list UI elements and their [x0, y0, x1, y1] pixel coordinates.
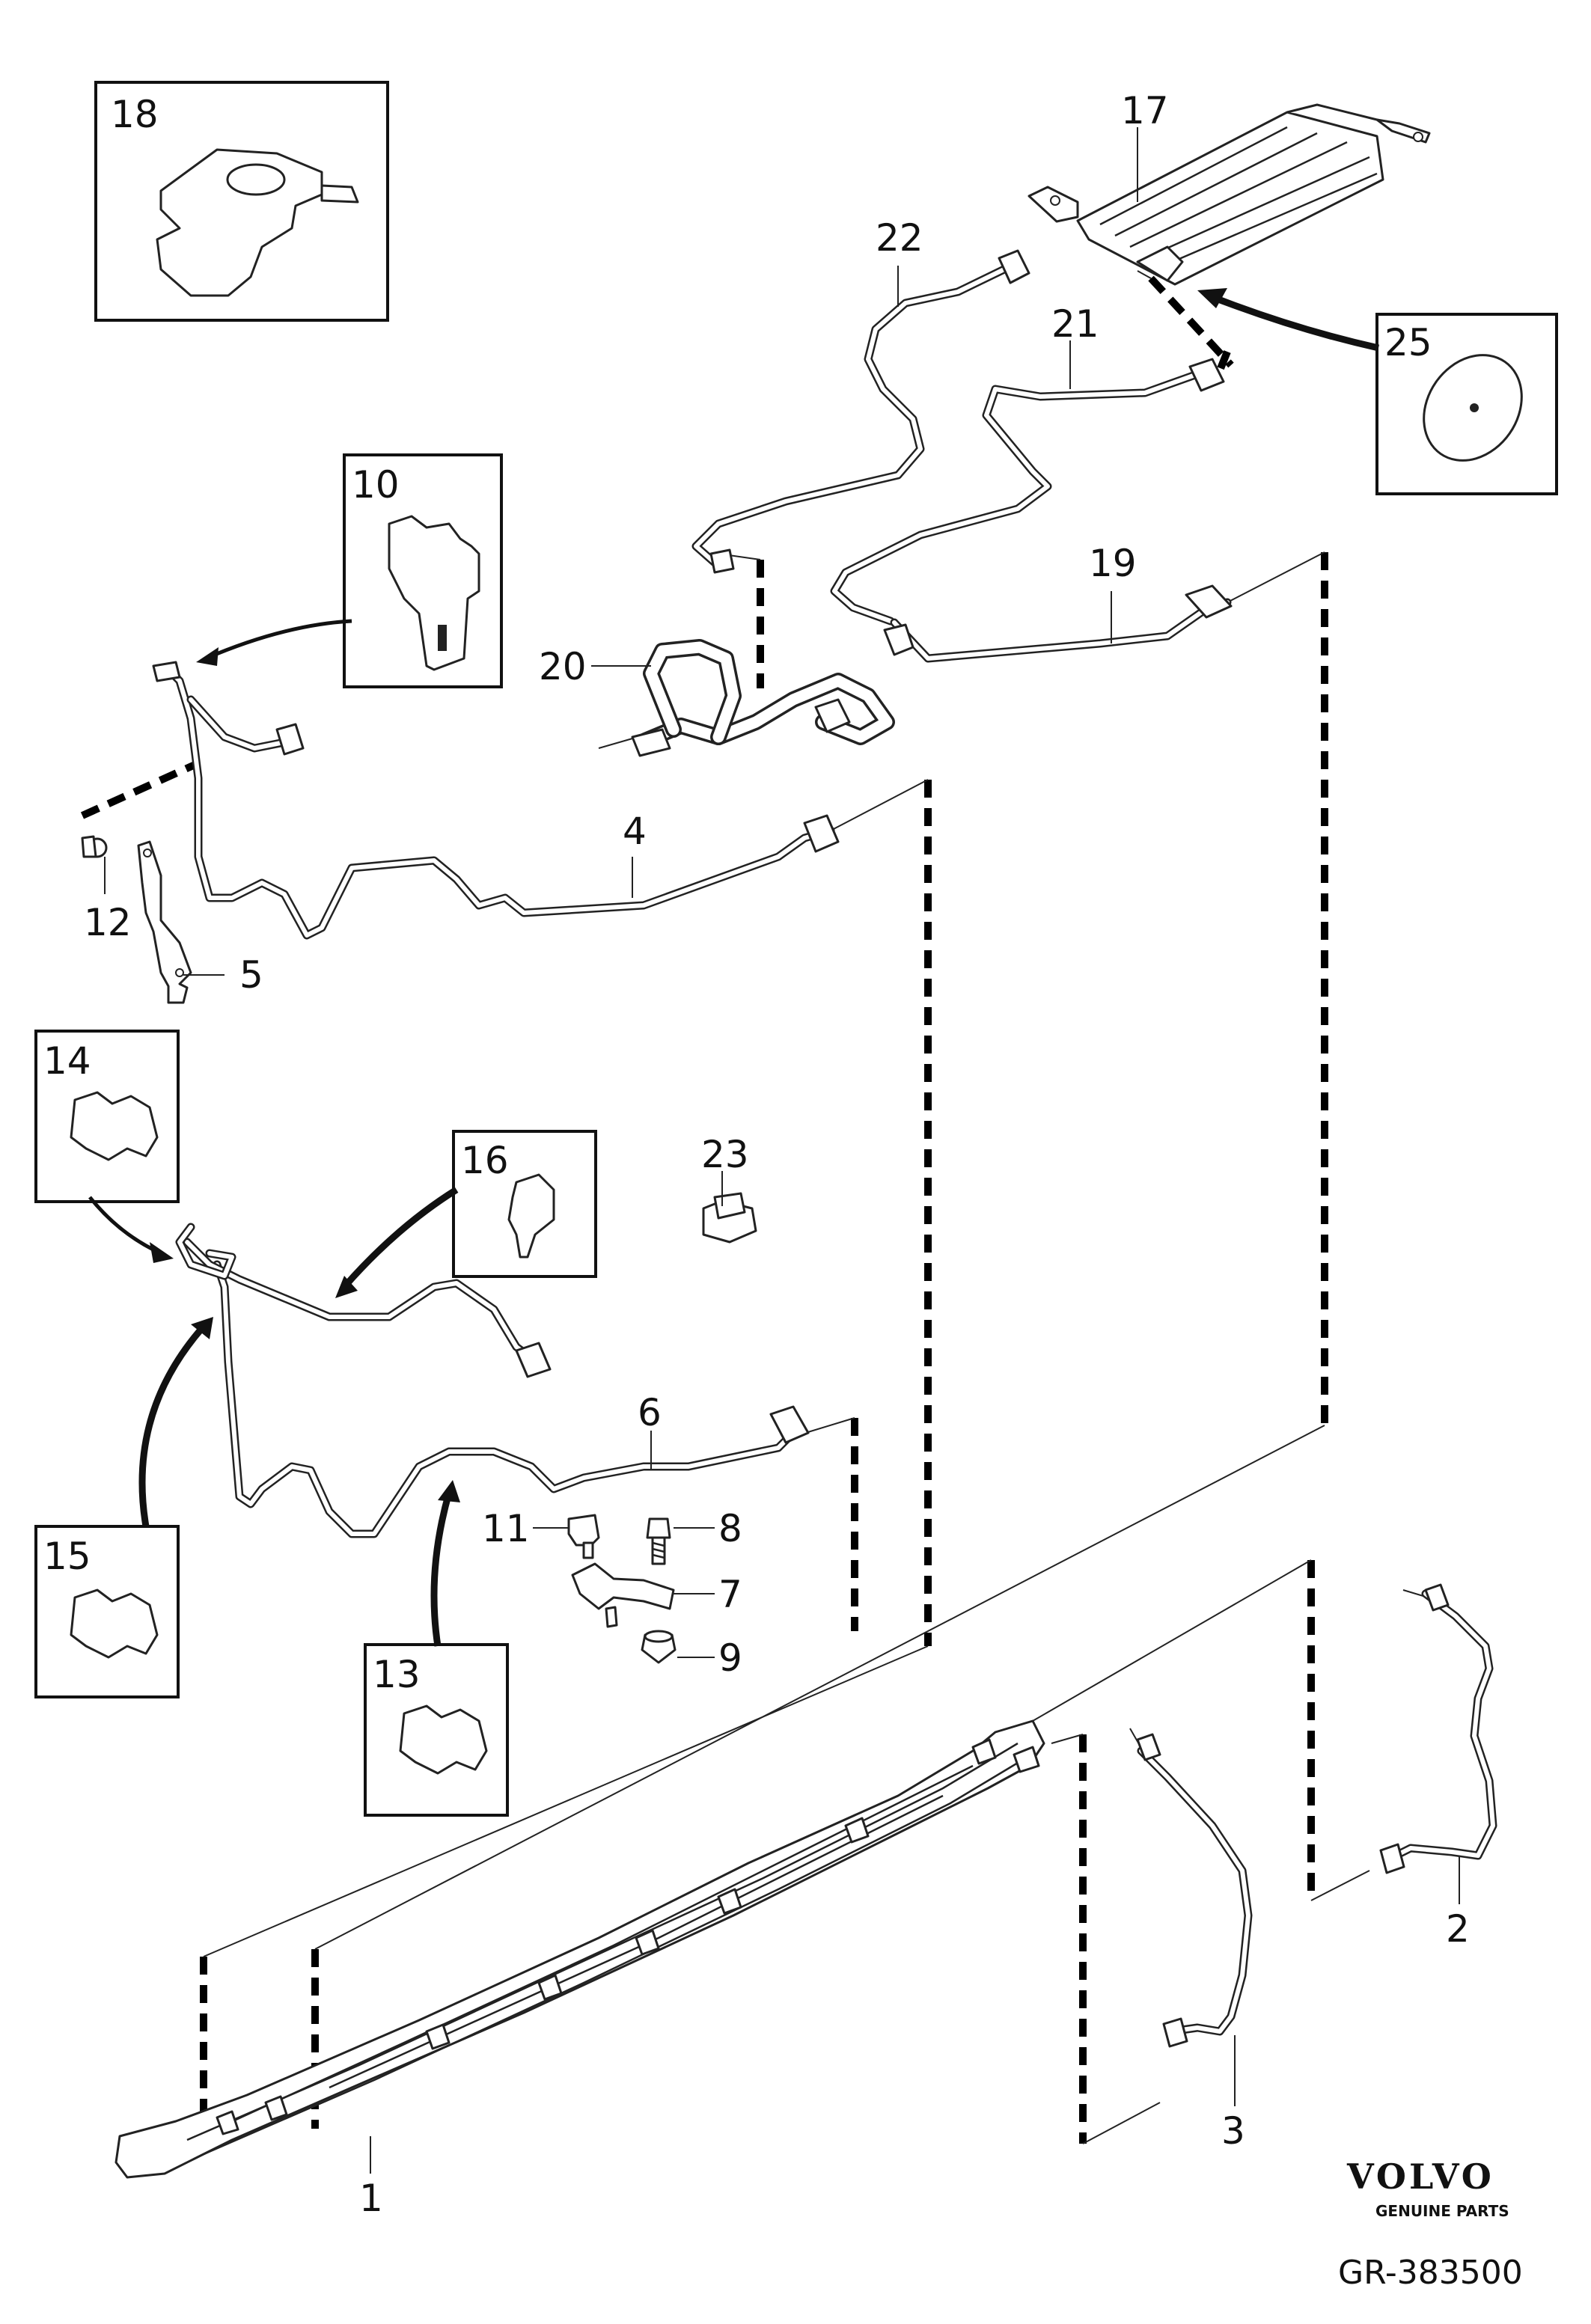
callout-6: 6	[638, 1391, 662, 1434]
part-2-pipe	[1379, 1583, 1497, 1874]
callout-8: 8	[718, 1507, 742, 1550]
part-22-pipe	[691, 249, 1030, 574]
callout-labels: 17 22 21 19 20 4 12 5 23 6 8 11 7 9 2 3 …	[84, 89, 1470, 2220]
part-8-bolt	[646, 1517, 671, 1565]
box-label-14: 14	[43, 1039, 91, 1083]
inset-box-15	[34, 1525, 180, 1698]
callout-23: 23	[701, 1133, 749, 1176]
box-label-16: 16	[461, 1139, 509, 1182]
callout-5: 5	[239, 953, 263, 997]
box-label-13: 13	[373, 1653, 421, 1696]
callout-2: 2	[1446, 1907, 1470, 1951]
inset-box-13	[364, 1643, 509, 1817]
callout-1: 1	[359, 2177, 383, 2220]
inset-box-14	[34, 1030, 180, 1203]
inset-box-16	[452, 1130, 597, 1278]
part-4-pipe	[152, 661, 840, 940]
volvo-logo: VOLVO	[1346, 2156, 1494, 2197]
part-6-pipe	[175, 1223, 810, 1538]
guide-lines	[203, 270, 1441, 2144]
part-5-bracket	[137, 840, 192, 1004]
inset-box-18	[94, 81, 389, 322]
box-label-10: 10	[352, 463, 400, 507]
genuine-parts-tagline: GENUINE PARTS	[1375, 2202, 1509, 2220]
part-17-heater-unit	[1027, 103, 1431, 286]
callout-12: 12	[84, 901, 132, 944]
part-19-pipe	[883, 584, 1233, 663]
callout-7: 7	[718, 1573, 742, 1616]
dashed-connectors	[80, 275, 1328, 2144]
callout-19: 19	[1089, 542, 1137, 585]
diagram-reference: GR-383500	[1338, 2254, 1523, 2292]
branding: VOLVO GENUINE PARTS GR-383500	[1338, 2156, 1523, 2292]
inset-box-labels: 18 25 10 14 16 15 13	[43, 93, 1432, 1696]
inset-box-10	[343, 453, 503, 688]
callout-3: 3	[1221, 2109, 1245, 2153]
part-20-hose	[631, 639, 895, 757]
callout-9: 9	[718, 1636, 742, 1680]
callout-17: 17	[1121, 89, 1169, 132]
box-label-15: 15	[43, 1535, 91, 1578]
part-23-grommet	[702, 1192, 757, 1244]
inset-box-25	[1375, 313, 1558, 495]
callout-4: 4	[623, 810, 647, 853]
callout-21: 21	[1051, 302, 1099, 346]
callout-11: 11	[482, 1507, 530, 1550]
pointer-arrows	[88, 288, 1379, 1647]
part-3-pipe	[1136, 1733, 1253, 2048]
part-12-clip	[81, 835, 108, 858]
part-11-clip	[567, 1514, 600, 1559]
part-21-pipe	[830, 358, 1225, 626]
callout-leaders	[104, 127, 1460, 2174]
callout-20: 20	[539, 645, 587, 688]
box-label-25: 25	[1384, 321, 1432, 364]
part-7-bracket	[571, 1562, 675, 1628]
callout-22: 22	[876, 216, 923, 260]
part-1-rail	[114, 1719, 1045, 2179]
box-label-18: 18	[111, 93, 159, 136]
part-9-nut	[641, 1630, 677, 1664]
